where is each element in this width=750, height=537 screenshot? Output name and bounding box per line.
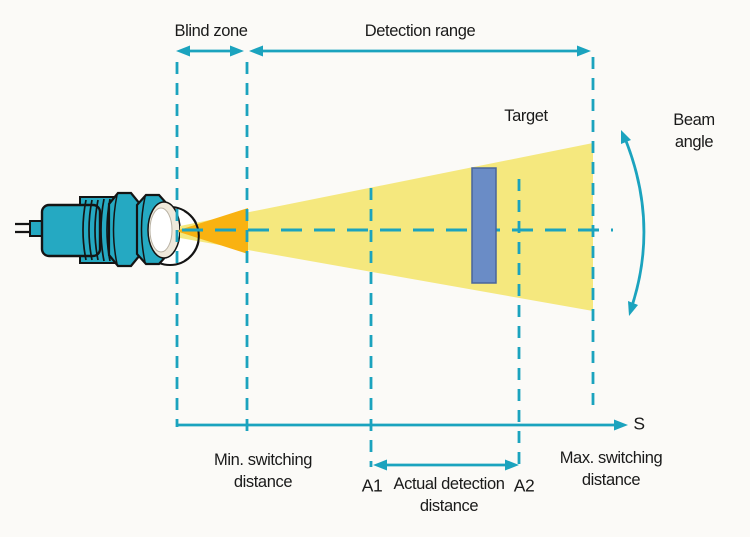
sensor-face-center [149, 207, 173, 253]
a1-label: A1 [361, 475, 383, 496]
arrowhead-up [621, 130, 631, 144]
target-label: Target [504, 107, 548, 126]
arrowhead-right [505, 459, 519, 471]
sensor-membrane-arc [183, 210, 200, 262]
detection-range-arrow [249, 45, 591, 57]
sensor-hex-nut-edge [112, 194, 118, 265]
arrowhead-left [373, 459, 387, 471]
arrowhead-left [249, 45, 263, 57]
blind-zone-label: Blind zone [174, 22, 248, 41]
arrowhead-right [230, 45, 244, 57]
sensor-thread-rib [94, 199, 99, 261]
blind-zone-cone [176, 208, 248, 254]
arrowhead-right [614, 419, 628, 431]
target-rect [471, 167, 497, 284]
a2-label: A2 [513, 475, 535, 496]
distance-axis [178, 419, 628, 431]
sensor-thread-rib [82, 199, 87, 261]
detection-range-label: Detection range [364, 22, 476, 41]
sensor-hex-nut-edge [140, 196, 146, 263]
max-switching-distance-label: Max. switching distance [559, 449, 663, 489]
sensor-thread-rib [100, 198, 105, 262]
blind-zone-arrow [176, 45, 244, 57]
arrowhead-down [628, 301, 638, 316]
min-switching-distance-label: Min. switching distance [213, 451, 313, 491]
arrowhead-right [577, 45, 591, 57]
axis-s-label: S [633, 413, 645, 434]
beam-angle-arc-arrow [621, 130, 646, 316]
sensor-body [40, 203, 102, 258]
sensor-thread-rib [88, 199, 93, 261]
actual-detection-arrow [373, 459, 519, 471]
beam-angle-label: Beam angle [673, 111, 715, 151]
actual-detection-distance-label: Actual detection distance [393, 475, 505, 515]
arrowhead-left [176, 45, 190, 57]
ultrasonic-sensor-illustration [15, 191, 200, 268]
